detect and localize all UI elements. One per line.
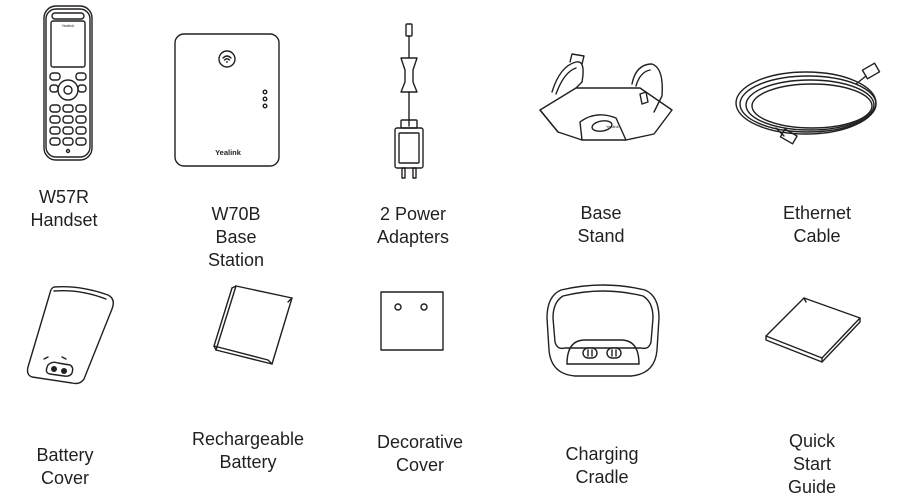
battery-cover-illustration <box>26 285 115 385</box>
item-label: Charging Cradle <box>565 444 639 487</box>
ethernet-cable-illustration <box>735 62 881 145</box>
item-label: 2 Power Adapters <box>376 204 450 247</box>
power-adapter-illustration <box>394 23 424 179</box>
item-label: Battery Cover <box>36 445 94 488</box>
item-label: Quick Start Guide <box>787 431 837 497</box>
base-station-brand: Yealink <box>215 148 242 157</box>
item-label: Decorative Cover <box>376 432 464 475</box>
item-label: W70B Base Station <box>207 204 265 270</box>
quick-start-guide-illustration <box>765 297 861 363</box>
battery-illustration <box>213 285 293 365</box>
decorative-cover-illustration <box>380 291 444 351</box>
handset-illustration: Yealink <box>43 5 93 161</box>
base-station-illustration: Yealink <box>174 33 280 167</box>
item-label: W57R Handset <box>30 187 98 230</box>
svg-text:Yealink: Yealink <box>606 124 619 129</box>
svg-text:Yealink: Yealink <box>62 23 75 28</box>
item-label: Rechargeable Battery <box>191 429 305 472</box>
charging-cradle-illustration <box>546 284 660 377</box>
base-stand-illustration: Yealink <box>539 53 673 141</box>
item-label: Ethernet Cable <box>782 203 852 246</box>
item-label: Base Stand <box>577 203 625 246</box>
